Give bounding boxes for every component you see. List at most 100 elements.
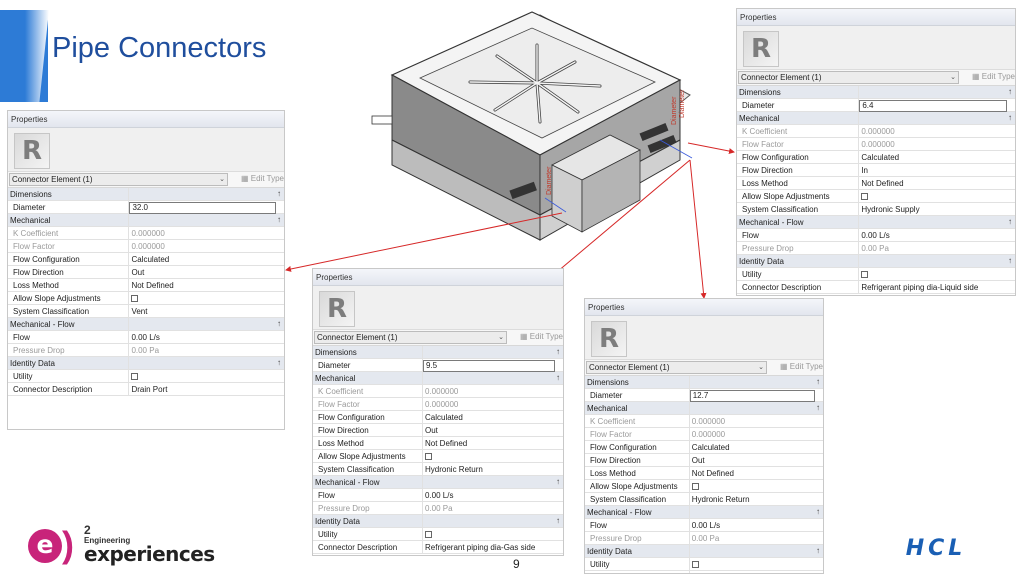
checkbox[interactable]: [131, 373, 139, 380]
property-value[interactable]: 0.00 Pa: [861, 244, 889, 253]
property-value[interactable]: 0.00 Pa: [691, 534, 720, 543]
collapse-arrow-icon[interactable]: ↑: [816, 507, 820, 516]
section-header[interactable]: Mechanical↑: [8, 214, 284, 227]
section-header[interactable]: Identity Data↑: [8, 357, 284, 370]
property-value[interactable]: Not Defined: [861, 179, 904, 188]
property-value[interactable]: 0.00 L/s: [131, 333, 160, 342]
checkbox[interactable]: [861, 193, 869, 200]
property-value[interactable]: Calculated: [691, 443, 730, 452]
property-value[interactable]: In: [861, 166, 868, 175]
section-header[interactable]: Mechanical - Flow↑: [585, 506, 823, 519]
section-header[interactable]: Identity Data↑: [313, 515, 563, 528]
checkbox[interactable]: [691, 483, 699, 490]
property-value[interactable]: Not Defined: [691, 469, 734, 478]
property-value[interactable]: Not Defined: [131, 281, 174, 290]
section-header[interactable]: Mechanical↑: [737, 112, 1015, 125]
property-row: Utility: [8, 370, 284, 383]
edit-type-button[interactable]: ▦ Edit Type: [520, 332, 563, 341]
property-value[interactable]: Calculated: [131, 255, 170, 264]
property-value[interactable]: 0.000000: [691, 430, 726, 439]
type-selector-dropdown[interactable]: Connector Element (1)⌄: [314, 331, 507, 344]
collapse-arrow-icon[interactable]: ↑: [277, 358, 281, 367]
property-row: Allow Slope Adjustments: [313, 450, 563, 463]
section-header[interactable]: Identity Data↑: [585, 545, 823, 558]
property-value[interactable]: 32.0: [129, 202, 276, 214]
property-value[interactable]: Hydronic Return: [425, 465, 483, 474]
property-value[interactable]: 12.7: [689, 390, 815, 402]
collapse-arrow-icon[interactable]: ↑: [556, 477, 560, 486]
collapse-arrow-icon[interactable]: ↑: [1008, 87, 1012, 96]
property-value[interactable]: Out: [691, 456, 705, 465]
property-value[interactable]: 0.000000: [425, 400, 459, 409]
property-value[interactable]: 6.4: [859, 100, 1007, 112]
property-label: Flow Factor: [313, 398, 423, 410]
property-value[interactable]: 0.000000: [861, 140, 895, 149]
collapse-arrow-icon[interactable]: ↑: [277, 215, 281, 224]
section-header[interactable]: Mechanical↑: [585, 402, 823, 415]
property-value[interactable]: Refrigerant piping dia-Gas side: [690, 571, 823, 573]
collapse-arrow-icon[interactable]: ↑: [1008, 113, 1012, 122]
edit-type-button[interactable]: ▦ Edit Type: [780, 362, 823, 371]
section-header[interactable]: Mechanical↑: [313, 372, 563, 385]
collapse-arrow-icon[interactable]: ↑: [556, 347, 560, 356]
property-label: System Classification: [737, 203, 860, 215]
collapse-arrow-icon[interactable]: ↑: [556, 373, 560, 382]
checkbox[interactable]: [425, 453, 432, 460]
property-value[interactable]: Hydronic Return: [691, 495, 750, 504]
section-header[interactable]: Dimensions↑: [8, 188, 284, 201]
checkbox[interactable]: [861, 271, 869, 278]
type-selector-dropdown[interactable]: Connector Element (1)⌄: [9, 173, 228, 186]
type-selector-label: Connector Element (1): [741, 73, 822, 82]
type-selector-dropdown[interactable]: Connector Element (1)⌄: [586, 361, 767, 374]
property-value[interactable]: 9.5: [423, 360, 555, 372]
checkbox[interactable]: [131, 295, 139, 302]
property-value[interactable]: Out: [425, 426, 438, 435]
section-header[interactable]: Mechanical - Flow↑: [737, 216, 1015, 229]
edit-type-button[interactable]: ▦ Edit Type: [972, 72, 1015, 81]
collapse-arrow-icon[interactable]: ↑: [1008, 256, 1012, 265]
property-value[interactable]: 0.00 L/s: [861, 231, 890, 240]
collapse-arrow-icon[interactable]: ↑: [1008, 217, 1012, 226]
section-header[interactable]: Identity Data↑: [737, 255, 1015, 268]
section-header[interactable]: Dimensions↑: [585, 376, 823, 389]
checkbox[interactable]: [425, 531, 432, 538]
property-label: Flow: [585, 519, 690, 531]
property-value[interactable]: 0.00 Pa: [425, 504, 453, 513]
property-value[interactable]: Refrigerant piping dia-Liquid side: [861, 283, 979, 292]
logo-big-text: experiences: [84, 542, 215, 566]
revit-r-icon: R: [319, 291, 355, 327]
property-value[interactable]: 0.000000: [131, 242, 165, 251]
collapse-arrow-icon[interactable]: ↑: [816, 546, 820, 555]
property-value[interactable]: Hydronic Supply: [861, 205, 920, 214]
section-header[interactable]: Mechanical - Flow↑: [8, 318, 284, 331]
collapse-arrow-icon[interactable]: ↑: [277, 189, 281, 198]
property-value[interactable]: Vent: [131, 307, 148, 316]
property-value[interactable]: Out: [131, 268, 145, 277]
property-value[interactable]: 0.00 Pa: [131, 346, 160, 355]
checkbox[interactable]: [691, 561, 699, 568]
section-header[interactable]: Dimensions↑: [313, 346, 563, 359]
property-value[interactable]: 0.000000: [861, 127, 895, 136]
property-value[interactable]: Not Defined: [425, 439, 468, 448]
property-value[interactable]: Calculated: [861, 153, 900, 162]
property-value[interactable]: 0.000000: [691, 417, 726, 426]
type-selector-dropdown[interactable]: Connector Element (1)⌄: [738, 71, 959, 84]
property-value[interactable]: Drain Port: [131, 385, 168, 394]
collapse-arrow-icon[interactable]: ↑: [816, 377, 820, 386]
property-value[interactable]: 0.00 L/s: [691, 521, 721, 530]
collapse-arrow-icon[interactable]: ↑: [816, 403, 820, 412]
property-value[interactable]: 0.000000: [425, 387, 459, 396]
section-header[interactable]: Mechanical - Flow↑: [313, 476, 563, 489]
collapse-arrow-icon[interactable]: ↑: [556, 516, 560, 525]
property-value[interactable]: 0.00 L/s: [425, 491, 454, 500]
property-value[interactable]: Calculated: [425, 413, 463, 422]
property-value[interactable]: Refrigerant piping dia-Gas side: [425, 543, 536, 552]
collapse-arrow-icon[interactable]: ↑: [277, 319, 281, 328]
property-value[interactable]: 0.000000: [131, 229, 165, 238]
section-header[interactable]: Dimensions↑: [737, 86, 1015, 99]
edit-type-button[interactable]: ▦ Edit Type: [241, 174, 284, 183]
